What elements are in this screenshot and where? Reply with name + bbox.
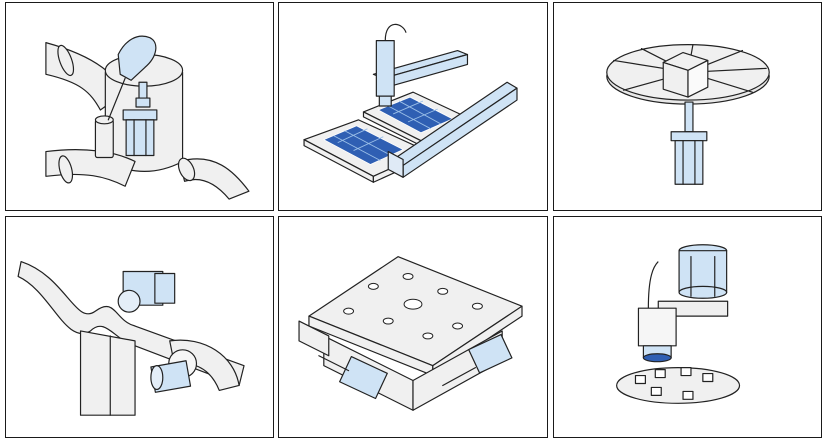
panel-belt-roller [5, 216, 274, 438]
motor-indexing-disc-icon [616, 244, 741, 404]
belt-tension-roller-icon [17, 261, 245, 416]
xy-gantry-stage-icon [303, 23, 518, 183]
rotary-index-table-icon [606, 44, 770, 185]
conveyor-pick-and-place-icon [45, 35, 250, 200]
panel-xy-positioning-table [278, 216, 548, 438]
panel-rotary-index-table [553, 2, 822, 211]
panel-motor-indexing-disc [553, 216, 822, 438]
xy-positioning-table-icon [298, 256, 523, 411]
panel-xy-gantry [278, 2, 548, 211]
panel-conveyor-pick-and-place [5, 2, 274, 211]
